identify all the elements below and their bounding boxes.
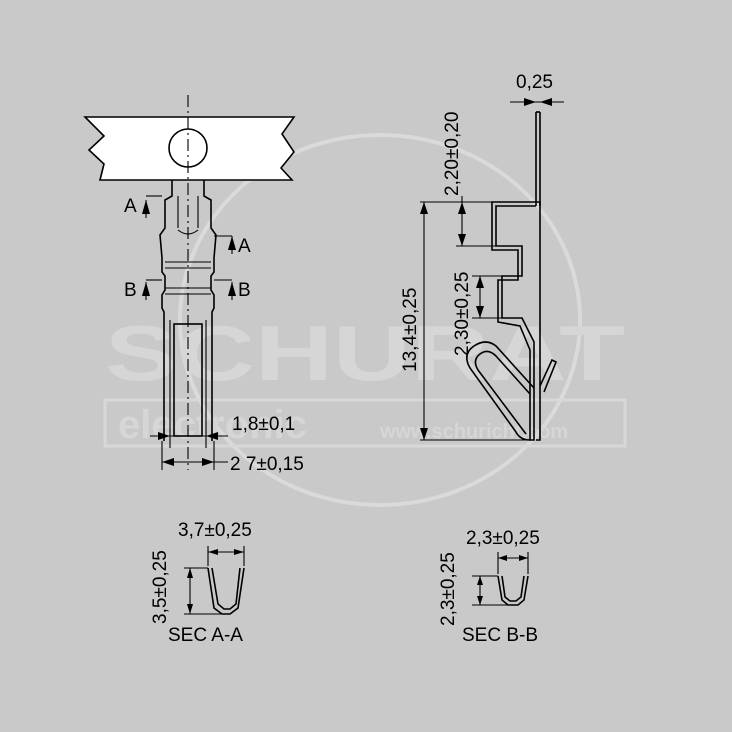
dim-overall: 13,4±0,25 (400, 288, 421, 372)
crimp-loop (466, 341, 535, 441)
section-bb-profile (497, 575, 529, 606)
dim-arrow (477, 596, 483, 605)
dim-arrow (234, 549, 244, 555)
terminal-profile (491, 201, 541, 441)
crimp-tip (539, 358, 558, 393)
crimp-loop-inner (474, 350, 531, 435)
dim-arrow (162, 458, 174, 466)
carrier-strip (83, 116, 296, 181)
section-b-label-left: B (124, 280, 137, 301)
dim-arrow (519, 555, 528, 561)
section-bb-height: 2,3±0,25 (438, 552, 459, 626)
dim-arrow (420, 428, 428, 440)
dim-arrow (458, 202, 466, 214)
section-aa-height: 3,5±0,25 (150, 550, 171, 624)
watermark: SCHURAT electronic www.schuricht.com (103, 133, 627, 507)
terminal-body (159, 180, 173, 441)
wing-line (177, 229, 199, 235)
dim-arrow (477, 576, 483, 585)
front-view: A A B B 1,8±0,1 2 7±0,15 (83, 95, 304, 475)
section-bb-width: 2,3±0,25 (466, 528, 540, 549)
dim-middle: 2,30±0,25 (452, 272, 473, 356)
section-aa-profile (207, 567, 245, 615)
section-bb: 2,3±0,25 2,3±0,25 SEC B-B (438, 528, 540, 646)
dim-thickness: 0,25 (516, 72, 553, 93)
dim-arrow (540, 98, 552, 106)
dim-arrow (458, 234, 466, 246)
section-aa-width: 3,7±0,25 (178, 520, 252, 541)
section-bb-profile-inner (501, 575, 525, 602)
section-a-label-left: A (124, 196, 137, 217)
dim-arrow (476, 306, 484, 318)
section-bb-caption: SEC B-B (462, 625, 538, 646)
dim-arrow (524, 98, 536, 106)
dim-arrow (208, 549, 218, 555)
dim-arrow (498, 555, 507, 561)
section-aa: 3,7±0,25 3,5±0,25 SEC A-A (150, 520, 252, 646)
dim-arrow (476, 276, 484, 288)
dim-arrow (202, 458, 214, 466)
dim-tab-width: 1,8±0,1 (232, 414, 295, 435)
dim-arrow (187, 568, 193, 578)
section-aa-profile-inner (211, 567, 241, 610)
section-a-label-right: A (238, 236, 251, 257)
dim-body-width: 2 7±0,15 (230, 454, 304, 475)
dim-arrow (158, 432, 170, 440)
side-view: 0,25 2,20±0,20 13,4±0,25 2,30±0,25 (400, 72, 564, 441)
watermark-swoosh (178, 133, 582, 507)
dim-arrow (187, 604, 193, 614)
watermark-band (103, 398, 627, 448)
section-aa-caption: SEC A-A (168, 625, 243, 646)
dim-arrow (206, 432, 218, 440)
dim-top: 2,20±0,20 (442, 112, 463, 196)
terminal-body-right (203, 180, 217, 441)
dim-arrow (420, 202, 428, 214)
section-b-label-right: B (238, 280, 251, 301)
